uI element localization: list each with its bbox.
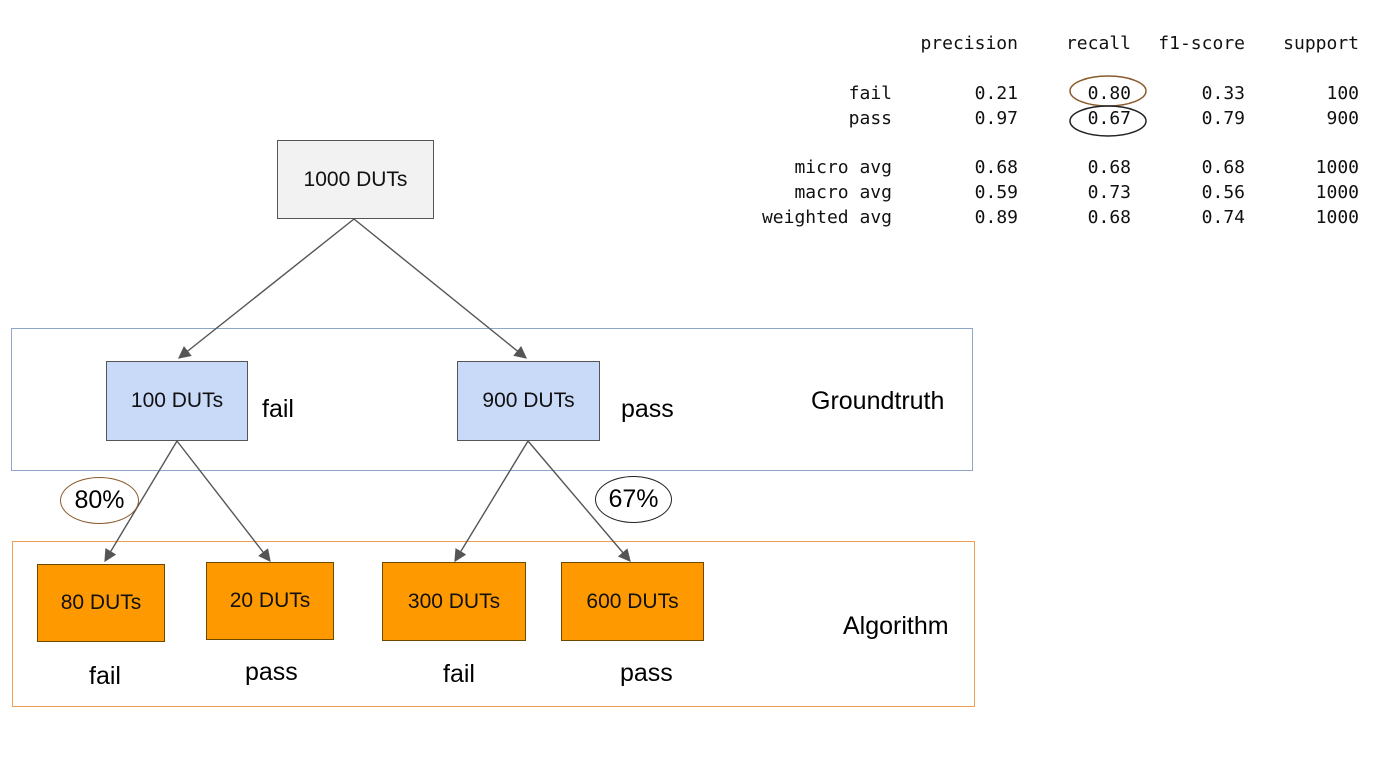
recall-pass-badge: 67% <box>595 476 672 523</box>
report-cell-precision: 0.68 <box>974 157 1018 178</box>
report-header-recall: recall <box>1065 33 1131 54</box>
report-cell-recall: 0.67 <box>1087 108 1131 129</box>
report-avg-label: micro avg <box>794 157 892 178</box>
algorithm-node-4-class: pass <box>620 659 673 687</box>
groundtruth-node-fail-label: 100 DUTs <box>130 389 224 412</box>
report-header-f1: f1-score <box>1158 33 1245 54</box>
recall-fail-badge-text: 80% <box>74 486 125 514</box>
root-node: 1000 DUTs <box>277 140 434 219</box>
groundtruth-node-pass: 900 DUTs <box>457 361 600 441</box>
groundtruth-node-pass-label: 900 DUTs <box>482 389 575 412</box>
recall-fail-badge: 80% <box>60 477 139 524</box>
algorithm-node-2-label: 20 DUTs <box>229 589 311 612</box>
root-node-label: 1000 DUTs <box>303 167 408 191</box>
algorithm-node-1: 80 DUTs <box>37 564 165 642</box>
report-cell-f1: 0.79 <box>1201 108 1245 129</box>
report-cell-recall: 0.73 <box>1087 182 1131 203</box>
report-cell-f1: 0.56 <box>1201 182 1245 203</box>
report-cell-f1: 0.68 <box>1201 157 1245 178</box>
algorithm-node-4-label: 600 DUTs <box>586 589 679 613</box>
algorithm-node-2-class: pass <box>245 658 298 686</box>
groundtruth-node-fail: 100 DUTs <box>106 361 248 441</box>
algorithm-node-3-class: fail <box>443 660 475 688</box>
report-cell-precision: 0.59 <box>974 182 1018 203</box>
report-cell-precision: 0.89 <box>974 207 1018 228</box>
report-cell-support: 1000 <box>1315 157 1359 178</box>
algorithm-label: Algorithm <box>843 612 949 640</box>
recall-pass-badge-text: 67% <box>608 485 659 513</box>
report-cell-recall: 0.68 <box>1087 207 1131 228</box>
report-cell-support: 1000 <box>1315 182 1359 203</box>
report-cell-f1: 0.74 <box>1201 207 1245 228</box>
report-row-label: fail <box>848 83 892 104</box>
algorithm-node-3: 300 DUTs <box>382 562 526 641</box>
report-cell-support: 100 <box>1326 83 1359 104</box>
groundtruth-label: Groundtruth <box>811 387 945 415</box>
report-cell-recall: 0.68 <box>1087 157 1131 178</box>
report-header-precision: precision <box>920 33 1018 54</box>
report-cell-f1: 0.33 <box>1201 83 1245 104</box>
algorithm-node-4: 600 DUTs <box>561 562 704 641</box>
report-header-support: support <box>1283 33 1359 54</box>
algorithm-node-1-label: 80 DUTs <box>60 591 142 614</box>
report-cell-recall: 0.80 <box>1087 83 1131 104</box>
report-cell-precision: 0.97 <box>974 108 1018 129</box>
report-cell-precision: 0.21 <box>974 83 1018 104</box>
report-cell-support: 900 <box>1326 108 1359 129</box>
report-row-label: pass <box>848 108 892 129</box>
report-avg-label: weighted avg <box>761 207 892 228</box>
algorithm-node-3-label: 300 DUTs <box>407 589 501 613</box>
algorithm-node-2: 20 DUTs <box>206 562 334 640</box>
algorithm-node-1-class: fail <box>89 662 121 690</box>
groundtruth-fail-class: fail <box>262 395 294 423</box>
report-cell-support: 1000 <box>1315 207 1359 228</box>
groundtruth-pass-class: pass <box>621 395 674 423</box>
report-avg-label: macro avg <box>794 182 892 203</box>
